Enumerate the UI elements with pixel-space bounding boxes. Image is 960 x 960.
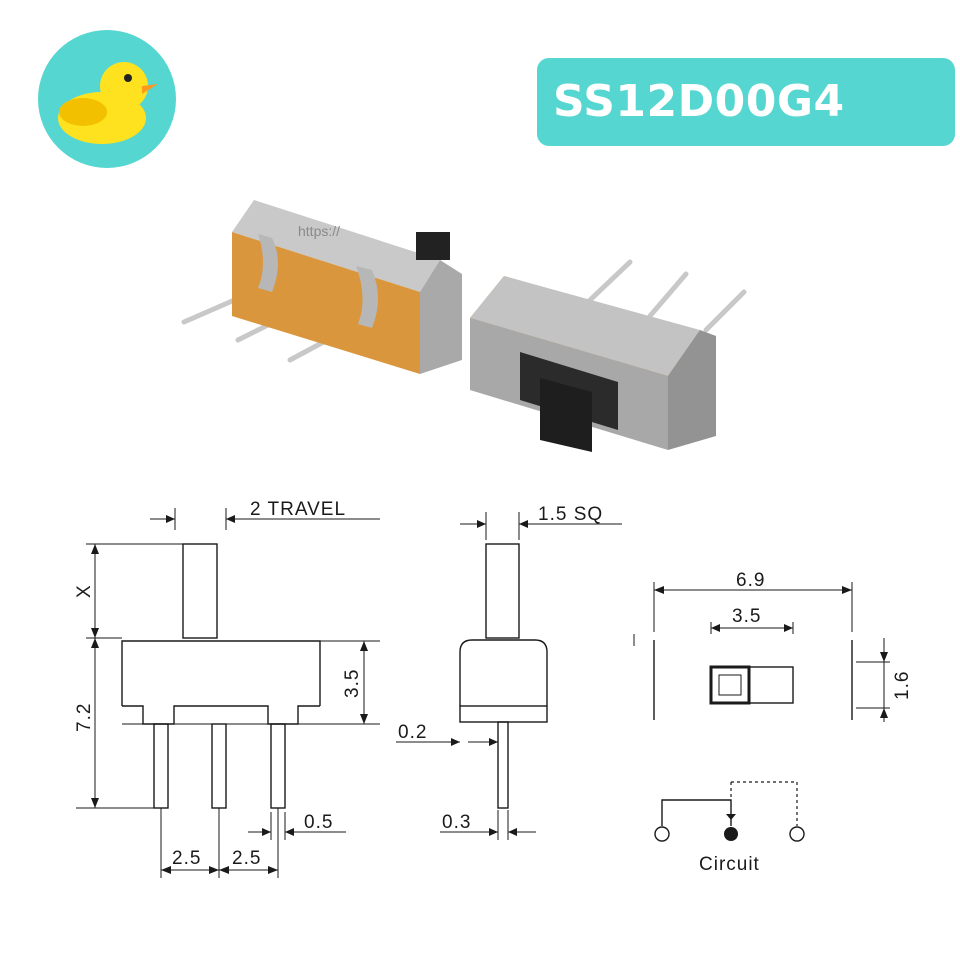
- front-pin-1: [153, 723, 169, 809]
- travel-label: 2 TRAVEL: [250, 499, 346, 520]
- circuit-symbol: [654, 781, 805, 842]
- front-actuator: [182, 543, 218, 639]
- x-label: X: [74, 584, 95, 598]
- left-switch-actuator: [416, 232, 450, 260]
- product-photo: https://: [181, 200, 747, 452]
- height-label: 7.2: [74, 703, 95, 732]
- watermark-text: https://: [298, 223, 340, 239]
- terminal-2-icon: [789, 826, 805, 842]
- front-pin-2: [211, 723, 227, 809]
- pin-pitch-2-label: 2.5: [232, 848, 261, 869]
- front-view: 2 TRAVEL X 7.2 3.5 2.5 2.5: [74, 499, 380, 878]
- circuit-label: Circuit: [699, 854, 760, 875]
- terminal-1-icon: [654, 826, 670, 842]
- product-title: SS12D00G4: [553, 76, 845, 127]
- side-view: 1.5 SQ 0.2 0.3: [396, 504, 622, 840]
- top-slot: [710, 666, 794, 704]
- pin-width-label: 0.5: [304, 812, 333, 833]
- body-height-label: 3.5: [342, 669, 363, 698]
- pin-pitch-1-label: 2.5: [172, 848, 201, 869]
- right-switch-pins: [587, 259, 747, 333]
- front-pin-3: [270, 723, 286, 809]
- overall-width-label: 6.9: [736, 570, 765, 591]
- side-actuator: [485, 543, 520, 639]
- terminal-common-icon: [724, 827, 738, 841]
- pin-thickness-label: 0.3: [442, 812, 471, 833]
- title-banner: SS12D00G4: [537, 58, 955, 146]
- opening-width-label: 3.5: [732, 606, 761, 627]
- side-body: [459, 639, 548, 706]
- opening-height-label: 1.6: [892, 671, 913, 700]
- rubber-duck-icon: [58, 62, 158, 144]
- brand-logo: [38, 30, 176, 168]
- gap-label: 0.2: [398, 722, 427, 743]
- side-pin: [497, 721, 509, 809]
- top-view: 6.9 3.5 1.6 Circuit: [633, 570, 913, 875]
- right-switch: [470, 276, 716, 452]
- left-switch: https://: [232, 200, 462, 374]
- front-body: [121, 640, 321, 706]
- right-switch-actuator: [540, 378, 592, 452]
- actuator-size-label: 1.5 SQ: [538, 504, 603, 525]
